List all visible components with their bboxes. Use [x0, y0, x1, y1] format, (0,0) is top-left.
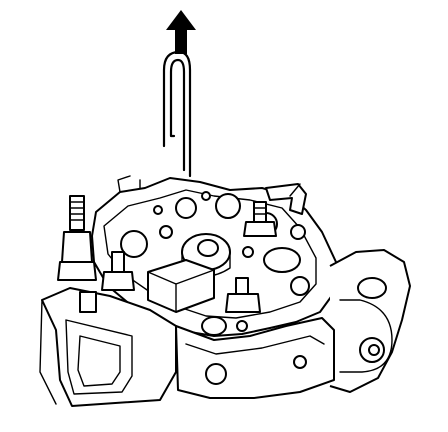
- stud-bolt-left-nut: [61, 231, 93, 263]
- plate-hole: [215, 193, 241, 219]
- end-frame-right-lobe: [339, 299, 393, 373]
- plate-hole: [159, 225, 173, 239]
- plate-hole: [120, 230, 148, 258]
- plate-detail: [117, 175, 301, 197]
- terminal-post-left-nut: [101, 271, 135, 291]
- frame-lower-ridge: [185, 335, 325, 355]
- plate-hole: [236, 320, 248, 332]
- plate-hole: [290, 224, 306, 240]
- housing-left-face: [77, 335, 121, 387]
- plate-hole: [290, 276, 310, 296]
- housing-left-edge: [39, 299, 57, 405]
- end-frame-port: [357, 277, 387, 299]
- up-arrow-icon: [166, 10, 196, 54]
- housing-left-inner: [65, 319, 133, 395]
- plate-hole: [201, 191, 211, 201]
- plate-hole: [242, 246, 254, 258]
- stud-bolt-right-nut: [243, 221, 277, 237]
- center-terminal-hole: [197, 239, 219, 257]
- stud-bolt-right-thread: [253, 207, 267, 215]
- end-frame-mount-hole-inner: [368, 344, 380, 356]
- brush-holder-top: [147, 269, 215, 313]
- wire-pin: [169, 58, 186, 172]
- plate-hole: [201, 316, 227, 336]
- frame-lower-hole: [205, 363, 227, 385]
- frame-lower-hole: [293, 355, 307, 369]
- plate-hole: [263, 247, 301, 273]
- stud-bolt-left-base: [57, 261, 97, 281]
- terminal-post-right-nut: [225, 293, 261, 313]
- stud-bolt-left: [69, 195, 85, 231]
- stud-bolt-right: [253, 201, 267, 225]
- end-frame-right: [329, 249, 411, 393]
- plate-hole: [175, 197, 197, 219]
- housing-tab: [79, 291, 97, 313]
- brush-holder: [147, 259, 215, 313]
- stud-bolt-left-thread: [69, 201, 85, 221]
- plate-hole: [153, 205, 163, 215]
- terminal-post-left: [111, 251, 125, 273]
- wire-pin-inner: [162, 50, 192, 178]
